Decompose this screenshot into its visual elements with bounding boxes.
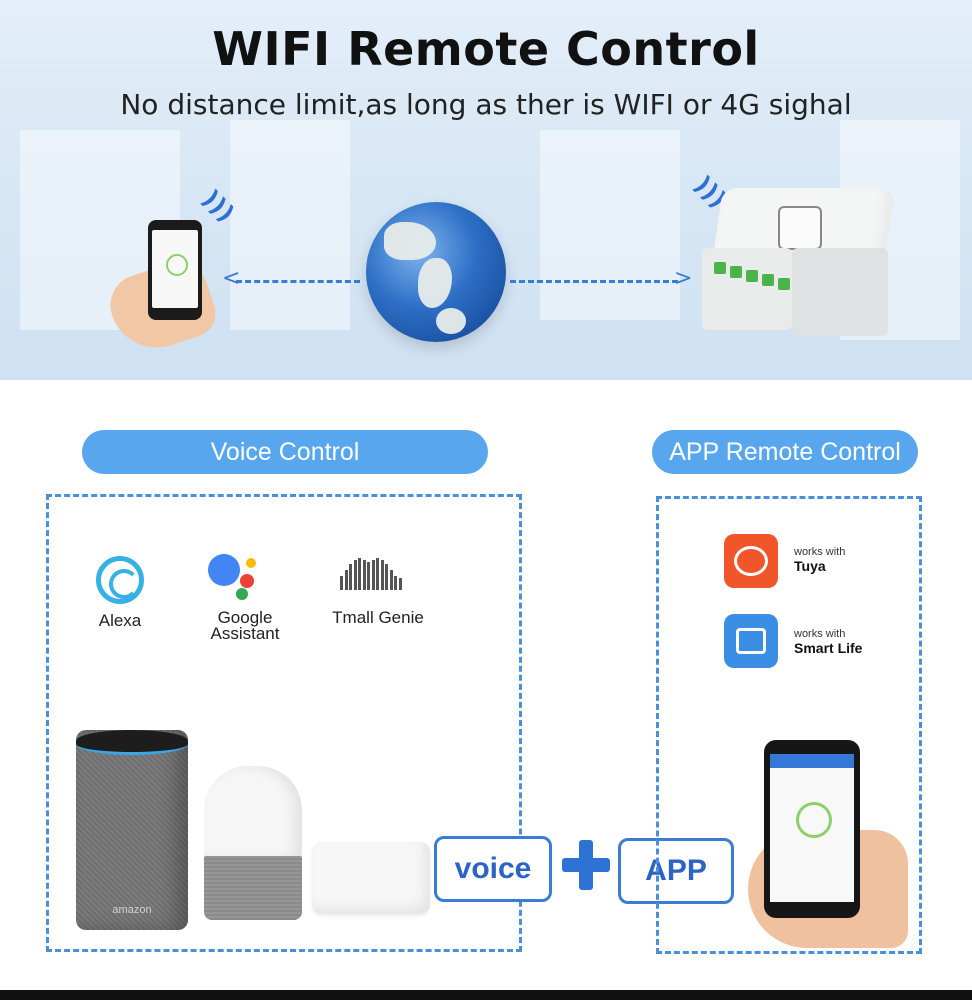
arrow-left-icon: < — [222, 266, 241, 291]
power-icon — [166, 254, 188, 276]
banner-subtitle: No distance limit,as long as ther is WIF… — [120, 88, 852, 121]
phone-screen — [152, 230, 198, 308]
google-label: Google — [217, 608, 273, 627]
phone-screen — [770, 754, 854, 902]
globe-image — [366, 202, 506, 342]
alexa-icon — [96, 556, 144, 604]
terminal — [730, 266, 742, 278]
connection-line-left — [236, 280, 360, 283]
alexa-label: Alexa — [98, 611, 142, 630]
bottom-border — [0, 990, 972, 1000]
tmall-genie-icon — [340, 558, 404, 590]
works-with-label: works with — [794, 628, 846, 640]
terminal — [714, 262, 726, 274]
tmall-genie-label: Tmall Genie — [332, 608, 424, 627]
google-home-image — [204, 766, 302, 922]
background-building — [230, 120, 350, 330]
device-button — [778, 206, 822, 250]
terminal — [778, 278, 790, 290]
smart-life-icon — [724, 614, 778, 668]
tuya-icon — [724, 534, 778, 588]
continent-shape — [436, 308, 466, 334]
amazon-logo: amazon — [112, 904, 152, 916]
continent-shape — [384, 222, 436, 260]
plus-icon-vertical — [579, 840, 593, 890]
app-remote-control-header: APP Remote Control — [652, 430, 918, 474]
smartphone-image — [148, 220, 202, 320]
connection-line-right — [510, 280, 678, 283]
smart-life-badge: works with Smart Life — [794, 628, 862, 656]
voice-chip: voice — [434, 836, 552, 902]
power-icon — [796, 802, 832, 838]
amazon-echo-image: amazon — [76, 730, 188, 930]
app-chip: APP — [618, 838, 734, 904]
device-side — [792, 248, 888, 336]
wifi-banner: WIFI Remote Control No distance limit,as… — [0, 0, 972, 380]
terminal — [746, 270, 758, 282]
background-building — [540, 130, 680, 320]
device-front — [702, 248, 792, 330]
tuya-badge: works with Tuya — [794, 546, 845, 574]
app-control-panel — [656, 496, 922, 954]
echo-top — [76, 730, 188, 755]
banner-title: WIFI Remote Control — [212, 22, 760, 76]
continent-shape — [418, 258, 452, 308]
voice-control-header: Voice Control — [82, 430, 488, 474]
works-with-label: works with — [794, 546, 846, 558]
google-assistant-icon — [206, 552, 262, 600]
tuya-name: Tuya — [794, 558, 826, 574]
terminal — [762, 274, 774, 286]
app-header-bar — [770, 754, 854, 768]
tmall-speaker-image — [312, 842, 430, 914]
assistant-label: Assistant — [210, 624, 280, 643]
voice-control-panel — [46, 494, 522, 952]
arrow-right-icon: > — [674, 266, 693, 291]
smart-switch-device-image — [696, 188, 895, 338]
smartphone-app-image — [764, 740, 860, 918]
smart-life-name: Smart Life — [794, 640, 863, 656]
